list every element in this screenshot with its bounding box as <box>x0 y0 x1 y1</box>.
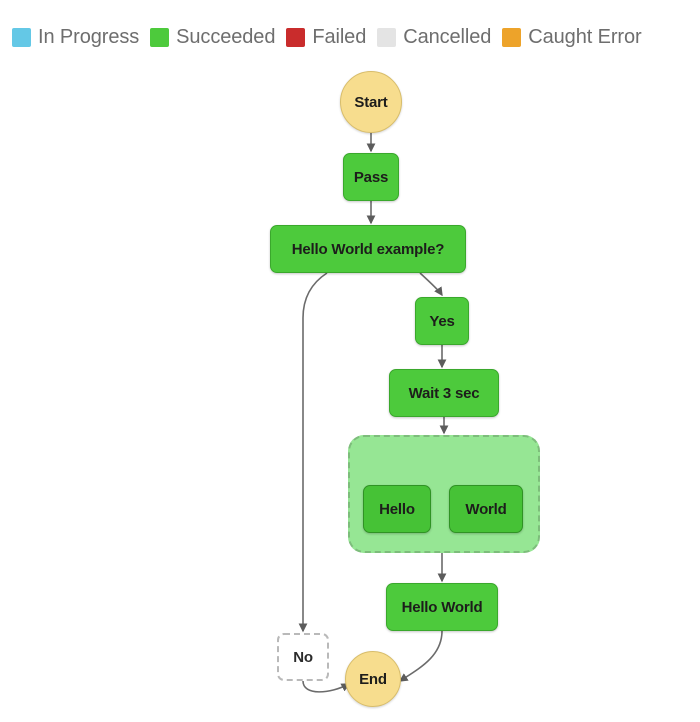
node-hello-world-example-question[interactable]: Hello World example? <box>270 225 466 273</box>
node-pass-label: Pass <box>353 168 389 186</box>
node-question-label: Hello World example? <box>291 240 445 258</box>
legend-label-failed: Failed <box>312 26 367 48</box>
node-hello-world[interactable]: Hello World <box>386 583 498 631</box>
node-no[interactable]: No <box>277 633 329 681</box>
legend-label-cancelled: Cancelled <box>403 26 492 48</box>
edge-question-to-yes <box>419 272 443 297</box>
legend-swatch-cancelled <box>377 27 397 47</box>
node-start-label: Start <box>354 93 388 111</box>
node-world[interactable]: World <box>449 485 523 533</box>
legend-label-caught-error: Caught Error <box>528 26 642 48</box>
node-world-label: World <box>465 500 507 518</box>
legend-item-caught-error: Caught Error <box>502 26 642 48</box>
node-end[interactable]: End <box>345 651 401 707</box>
node-hello[interactable]: Hello <box>363 485 431 533</box>
legend-item-in-progress: In Progress <box>12 27 139 47</box>
legend-item-failed: Failed <box>286 27 366 47</box>
edge-hello-world-to-end <box>398 630 443 682</box>
node-start[interactable]: Start <box>340 71 402 133</box>
legend-label-succeeded: Succeeded <box>176 26 276 48</box>
node-pass[interactable]: Pass <box>343 153 399 201</box>
status-legend: In Progress Succeeded Failed Cancelled C… <box>12 22 688 52</box>
legend-swatch-succeeded <box>150 27 170 47</box>
node-hello-world-label: Hello World <box>401 598 483 616</box>
node-wait-3-sec[interactable]: Wait 3 sec <box>389 369 499 417</box>
node-yes-label: Yes <box>429 312 455 330</box>
legend-swatch-failed <box>286 27 306 47</box>
edge-no-to-end <box>302 680 351 693</box>
workflow-graph: Start Pass Hello World example? Yes Wait… <box>0 56 700 722</box>
legend-swatch-caught-error <box>502 27 522 47</box>
legend-swatch-in-progress <box>12 27 31 47</box>
edge-question-to-no <box>298 272 328 633</box>
node-wait-3-sec-label: Wait 3 sec <box>408 384 480 402</box>
node-hello-label: Hello <box>379 500 415 518</box>
node-no-label: No <box>293 648 313 666</box>
node-end-label: End <box>359 670 387 688</box>
legend-item-succeeded: Succeeded <box>150 27 275 47</box>
legend-label-in-progress: In Progress <box>38 26 140 48</box>
node-yes[interactable]: Yes <box>415 297 469 345</box>
legend-item-cancelled: Cancelled <box>377 27 491 47</box>
